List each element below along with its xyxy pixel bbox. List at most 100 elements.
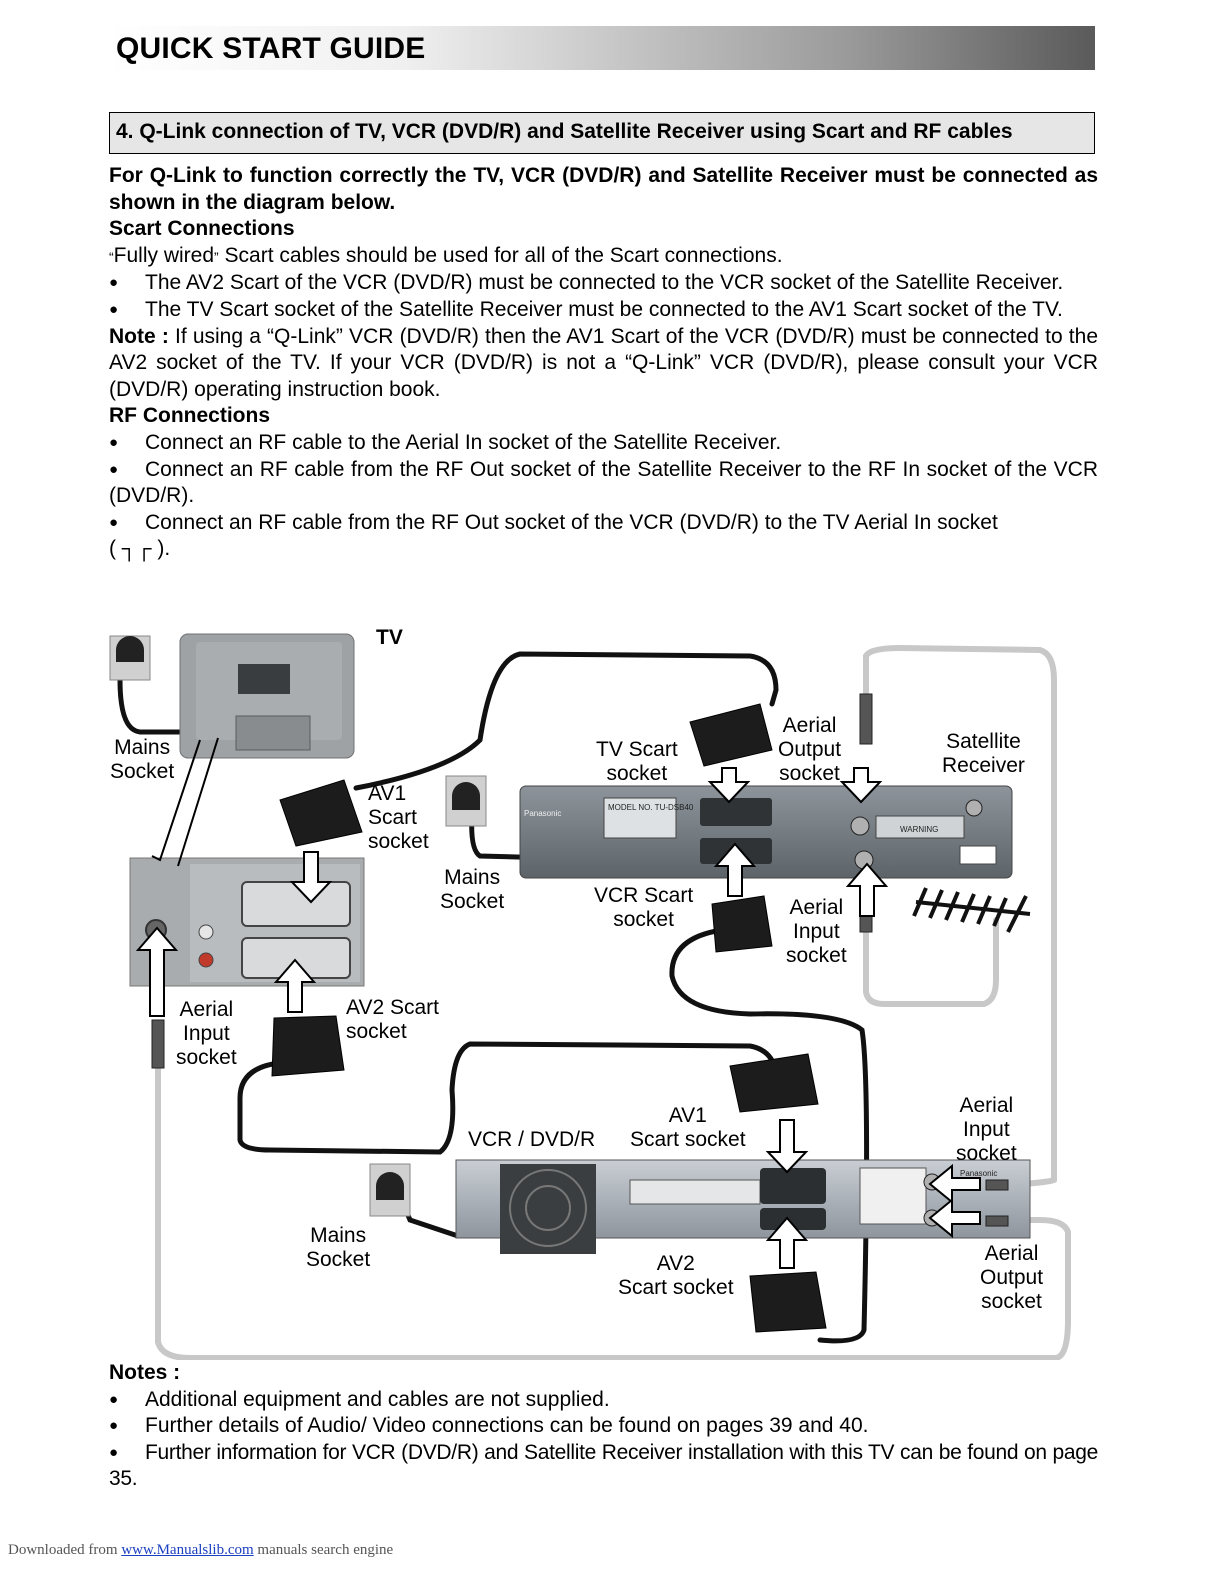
vcr-av1-line2: Scart socket xyxy=(630,1128,746,1151)
note-item-3: Further information for VCR (DVD/R) and … xyxy=(109,1440,1098,1493)
vcr-aerial-output-line2: Output xyxy=(980,1266,1044,1289)
scart-plugs xyxy=(271,703,827,1333)
sat-aerial-output-line1: Aerial xyxy=(782,714,837,737)
vcr-av1-line1: AV1 xyxy=(668,1104,707,1127)
rf-bullet-3: Connect an RF cable from the RF Out sock… xyxy=(109,510,1098,537)
vcr-mains-line2: Socket xyxy=(306,1248,371,1271)
sat-vcr-scart-line2: socket xyxy=(613,908,674,931)
vcr-mains-line1: Mains xyxy=(310,1224,367,1247)
vcr-aerial-input-line1: Aerial xyxy=(959,1094,1014,1117)
vcr-brand-text: Panasonic xyxy=(960,1169,997,1178)
aerial-symbol-line: ( ┐┌ ). xyxy=(109,537,171,561)
tv-av1-line2: Scart xyxy=(368,806,418,829)
vcr-av1-label: AV1 Scart socket xyxy=(630,1104,746,1152)
satellite-receiver-line2: Receiver xyxy=(942,754,1025,777)
rf-bullet-2: Connect an RF cable from the RF Out sock… xyxy=(109,457,1098,510)
vcr-mains-label: Mains Socket xyxy=(306,1224,370,1272)
tv-mains-line1: Mains xyxy=(114,736,171,759)
lead-paragraph: For Q-Link to function correctly the TV,… xyxy=(109,164,1098,214)
rf-bullet-1: Connect an RF cable to the Aerial In soc… xyxy=(109,430,1098,457)
sat-vcr-scart-line1: VCR Scart xyxy=(594,884,694,907)
vcr-aerial-output-line1: Aerial xyxy=(984,1242,1039,1265)
tv-av1-label: AV1 Scart socket xyxy=(368,782,429,854)
tv-av2-label: AV2 Scart socket xyxy=(346,996,439,1044)
sat-mains-line1: Mains xyxy=(444,866,501,889)
open-quote: “ xyxy=(109,248,114,265)
vcr-av2-label: AV2 Scart socket xyxy=(618,1252,734,1300)
tv-mains-label: Mains Socket xyxy=(110,736,174,784)
tv-panel-closeup xyxy=(129,857,365,987)
header-bar: QUICK START GUIDE xyxy=(108,26,1095,70)
sat-aerial-output-label: Aerial Output socket xyxy=(778,714,841,786)
sat-tv-scart-label: TV Scart socket xyxy=(596,738,678,786)
cable-vcr-scart-to-av2 xyxy=(669,927,870,1344)
vcr-av2-line1: AV2 xyxy=(656,1252,695,1275)
footer-prefix: Downloaded from xyxy=(8,1542,122,1558)
tv-aerial-input-line1: Aerial xyxy=(179,998,234,1021)
scart-heading: Scart Connections xyxy=(109,217,295,241)
connection-diagram: MODEL NO. TU-DSB40 Panasonic WARNING Pan… xyxy=(100,620,1180,1361)
sat-tv-scart-line2: socket xyxy=(606,762,668,785)
scart-intro-term: Fully wired xyxy=(113,243,215,267)
rf-heading: RF Connections xyxy=(109,404,270,428)
scart-intro-rest: Scart cables should be used for all of t… xyxy=(218,243,783,267)
tv-aerial-input-label: Aerial Input socket xyxy=(176,998,237,1070)
sat-aerial-input-line1: Aerial xyxy=(789,896,844,919)
instructions: For Q-Link to function correctly the TV,… xyxy=(109,163,1098,563)
tv-aerial-input-line2: Input xyxy=(182,1022,230,1045)
tv-mains-line2: Socket xyxy=(110,760,175,783)
note-item-2: Further details of Audio/ Video connecti… xyxy=(109,1413,1098,1440)
cable-tv-av2-to-vcr-av1 xyxy=(237,1041,779,1155)
diagram-drawing: MODEL NO. TU-DSB40 Panasonic WARNING Pan… xyxy=(109,633,1071,1361)
aerial-antenna-icon xyxy=(912,887,1031,933)
close-quote: ” xyxy=(214,248,219,265)
sat-aerial-input-line2: Input xyxy=(792,920,840,943)
section-heading-box: 4. Q-Link connection of TV, VCR (DVD/R) … xyxy=(109,112,1095,154)
scart-bullet-1: The AV2 Scart of the VCR (DVD/R) must be… xyxy=(109,270,1098,297)
footer-suffix: manuals search engine xyxy=(253,1542,394,1558)
scart-intro: “Fully wired” Scart cables should be use… xyxy=(109,243,1098,271)
note-label: Note : xyxy=(109,324,169,348)
wall-sockets xyxy=(109,635,487,1217)
sat-vcr-scart-label: VCR Scart socket xyxy=(594,884,693,932)
tv-mains-cable xyxy=(117,677,239,735)
sat-aerial-input-line3: socket xyxy=(786,944,847,967)
tv-label: TV xyxy=(376,626,403,649)
vcr-aerial-output-label: Aerial Output socket xyxy=(980,1242,1043,1314)
sat-brand-text: Panasonic xyxy=(524,809,561,818)
vcr-aerial-input-line3: socket xyxy=(956,1142,1017,1165)
satellite-receiver-label: Satellite Receiver xyxy=(942,730,1025,778)
aerial-plugs xyxy=(151,693,1009,1227)
note-paragraph: Note : If using a “Q-Link” VCR (DVD/R) t… xyxy=(109,324,1098,404)
sat-tv-scart-line1: TV Scart xyxy=(596,738,678,761)
vcr-aerial-input-label: Aerial Input socket xyxy=(956,1094,1017,1166)
manualslib-link[interactable]: www.Manualslib.com xyxy=(121,1542,254,1558)
sat-mains-line2: Socket xyxy=(440,890,505,913)
tv-av2-line1: AV2 Scart xyxy=(346,996,439,1019)
cable-tv-scart-to-av1 xyxy=(353,651,779,791)
tv-aerial-input-line3: socket xyxy=(176,1046,237,1069)
footer: Downloaded from www.Manualslib.com manua… xyxy=(8,1542,393,1559)
note-item-1: Additional equipment and cables are not … xyxy=(109,1387,1098,1414)
rf-cable-sat-aerial-in xyxy=(863,917,999,1007)
note-text: If using a “Q-Link” VCR (DVD/R) then the… xyxy=(109,324,1098,401)
tv-av2-line2: socket xyxy=(346,1020,407,1043)
section-title: 4. Q-Link connection of TV, VCR (DVD/R) … xyxy=(116,120,1013,143)
vcr-label: VCR / DVD/R xyxy=(468,1128,596,1151)
arrow-icons xyxy=(135,737,981,1269)
sat-mains-label: Mains Socket xyxy=(440,866,504,914)
sat-aerial-output-line3: socket xyxy=(779,762,840,785)
vcr-dvdr-unit xyxy=(455,1159,1031,1254)
sat-model-text: MODEL NO. TU-DSB40 xyxy=(608,803,694,812)
scart-bullet-2: The TV Scart socket of the Satellite Rec… xyxy=(109,297,1098,324)
scart-cables xyxy=(117,651,870,1344)
rf-cable-sat-aerial-out xyxy=(863,644,1057,1189)
tv-av1-line3: socket xyxy=(368,830,429,853)
vcr-aerial-input-line2: Input xyxy=(962,1118,1010,1141)
notes-section: Notes : Additional equipment and cables … xyxy=(109,1360,1098,1493)
sat-warning-text: WARNING xyxy=(900,825,938,834)
vcr-av2-line2: Scart socket xyxy=(618,1276,734,1299)
notes-heading: Notes : xyxy=(109,1361,181,1384)
page-title: QUICK START GUIDE xyxy=(116,32,426,65)
satellite-receiver-line1: Satellite xyxy=(946,730,1021,753)
